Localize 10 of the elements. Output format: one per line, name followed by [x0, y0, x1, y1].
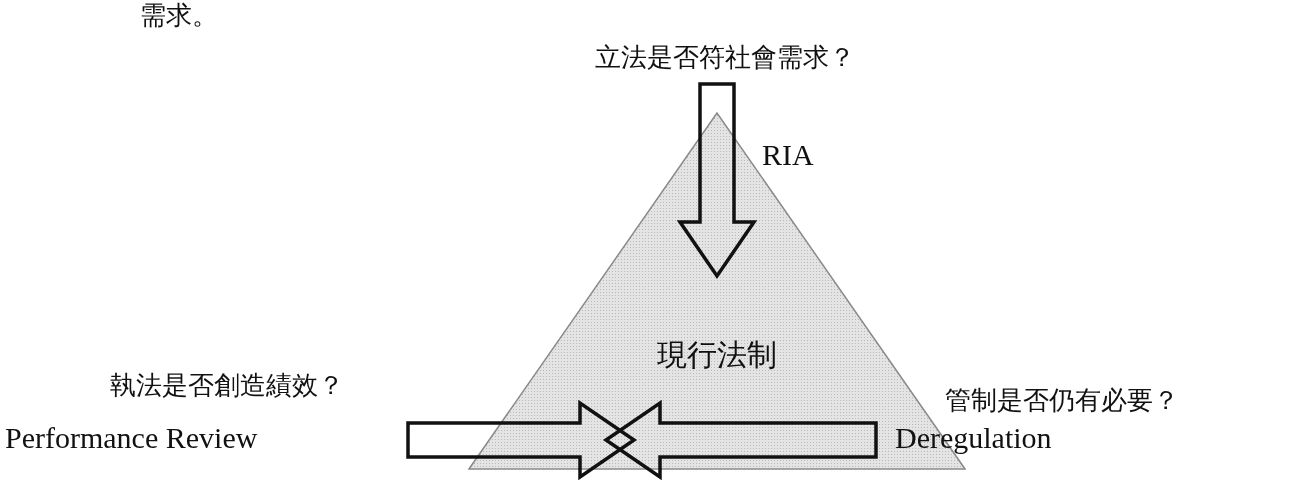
review-label: Deregulation — [895, 420, 1053, 456]
abbreviation-label: RIA — [762, 137, 814, 173]
block-arrow — [406, 399, 638, 480]
block-arrow — [602, 399, 878, 480]
block-arrow — [676, 82, 758, 280]
center-label: 現行法制 — [656, 337, 778, 373]
text-fragment: 需求。 — [140, 0, 218, 32]
question-label: 執法是否創造績效？ — [110, 370, 345, 402]
question-label: 管制是否仍有必要？ — [945, 385, 1180, 417]
review-label: Performance Review — [5, 420, 259, 456]
